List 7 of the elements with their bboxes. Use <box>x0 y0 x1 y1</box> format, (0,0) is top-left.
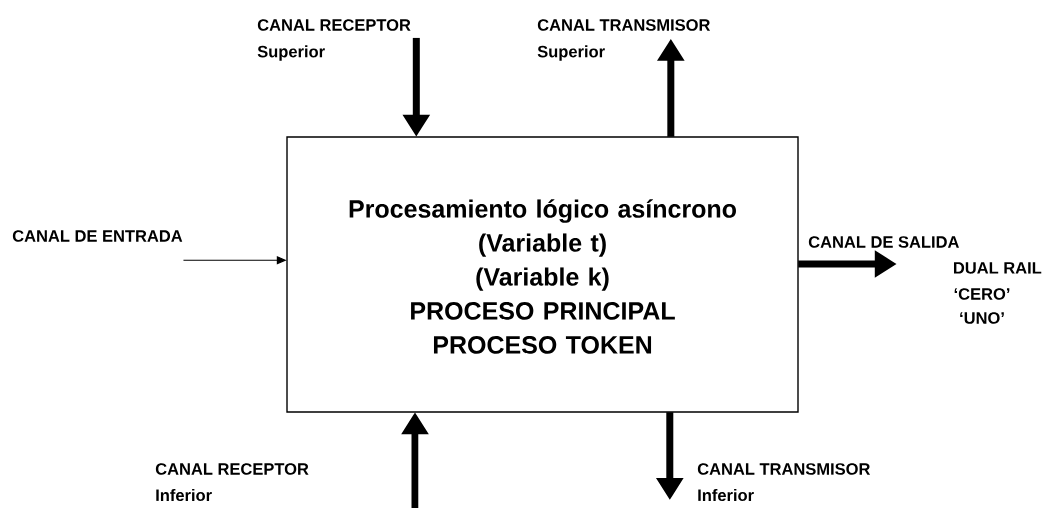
channel-label: CANAL RECEPTOR Inferior <box>155 463 309 502</box>
channel-label: CANAL TRANSMISOR Inferior <box>697 463 871 502</box>
channel-label: CANAL TRANSMISOR Superior <box>537 19 711 61</box>
process-box: Procesamiento lógico asíncrono (Variable t) (Variable k) PROCESO PRINCIPAL PROCESO TOKEN <box>286 136 799 413</box>
channel-label: CANAL DE ENTRADA <box>12 230 183 242</box>
channel-label: CANAL DE SALIDA DUAL RAIL ‘CERO’ ‘UNO’ <box>808 236 1042 324</box>
channel-label: CANAL RECEPTOR Superior <box>257 19 411 61</box>
